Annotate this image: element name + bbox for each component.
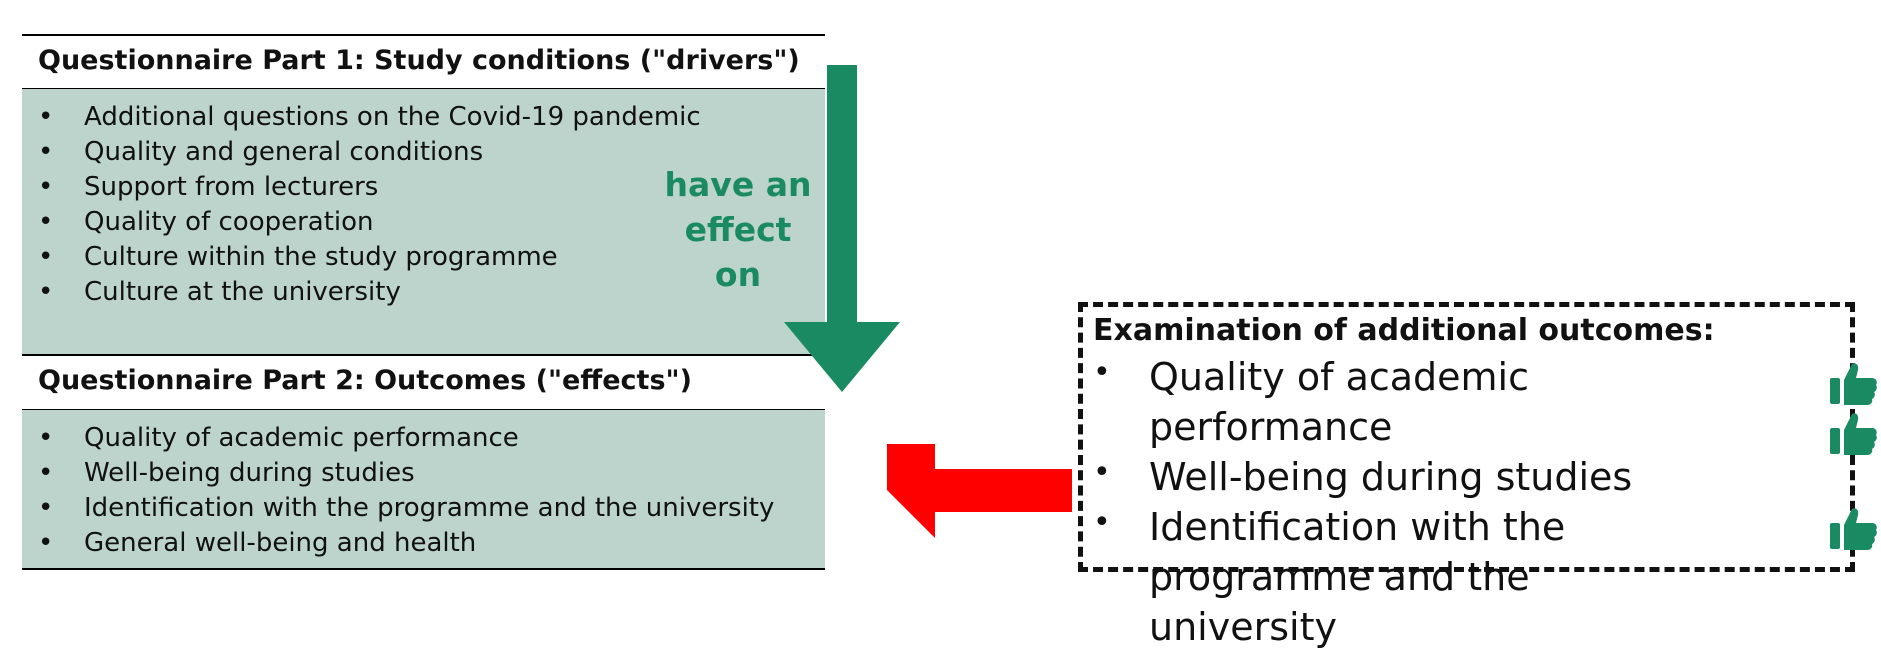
effect-arrow bbox=[784, 65, 900, 392]
examination-item: Well-being during studies bbox=[1093, 448, 1853, 502]
part2-item: General well-being and health bbox=[38, 526, 774, 561]
part2-item: Identification with the programme and th… bbox=[38, 491, 774, 526]
part2-item-list: Quality of academic performance Well-bei… bbox=[38, 421, 774, 561]
part1-item: Quality of cooperation bbox=[38, 205, 701, 240]
part1-item: Quality and general conditions bbox=[38, 135, 701, 170]
part2-heading: Questionnaire Part 2: Outcomes ("effects… bbox=[38, 365, 692, 396]
feedback-arrow bbox=[887, 444, 1072, 538]
examination-title: Examination of additional outcomes: bbox=[1093, 313, 1715, 348]
part1-item: Additional questions on the Covid-19 pan… bbox=[38, 100, 701, 135]
effect-arrow-label: have an effect on bbox=[664, 162, 812, 297]
effect-label-line: on bbox=[714, 255, 762, 294]
part1-top-rule bbox=[22, 34, 825, 36]
examination-item: Quality of academic performance bbox=[1093, 348, 1853, 452]
part1-item: Culture at the university bbox=[38, 275, 701, 310]
part1-heading: Questionnaire Part 1: Study conditions (… bbox=[38, 45, 800, 76]
part2-item: Well-being during studies bbox=[38, 456, 774, 491]
effect-label-line: have an bbox=[664, 165, 812, 204]
part2-bottom-rule bbox=[22, 568, 825, 570]
arrow-layer bbox=[784, 65, 1072, 538]
examination-list: Quality of academic performance Well-bei… bbox=[1093, 348, 1853, 652]
thumbs-up-icon bbox=[1830, 413, 1877, 455]
part2-top-rule bbox=[22, 354, 825, 356]
part1-item: Support from lecturers bbox=[38, 170, 701, 205]
part1-item-list: Additional questions on the Covid-19 pan… bbox=[38, 100, 701, 310]
part1-item: Culture within the study programme bbox=[38, 240, 701, 275]
thumbs-up-icon bbox=[1830, 363, 1877, 405]
effect-label-line: effect bbox=[684, 210, 792, 249]
part2-item: Quality of academic performance bbox=[38, 421, 774, 456]
examination-item: Identification with the programme and th… bbox=[1093, 498, 1819, 652]
thumbs-up-icon bbox=[1830, 508, 1877, 550]
